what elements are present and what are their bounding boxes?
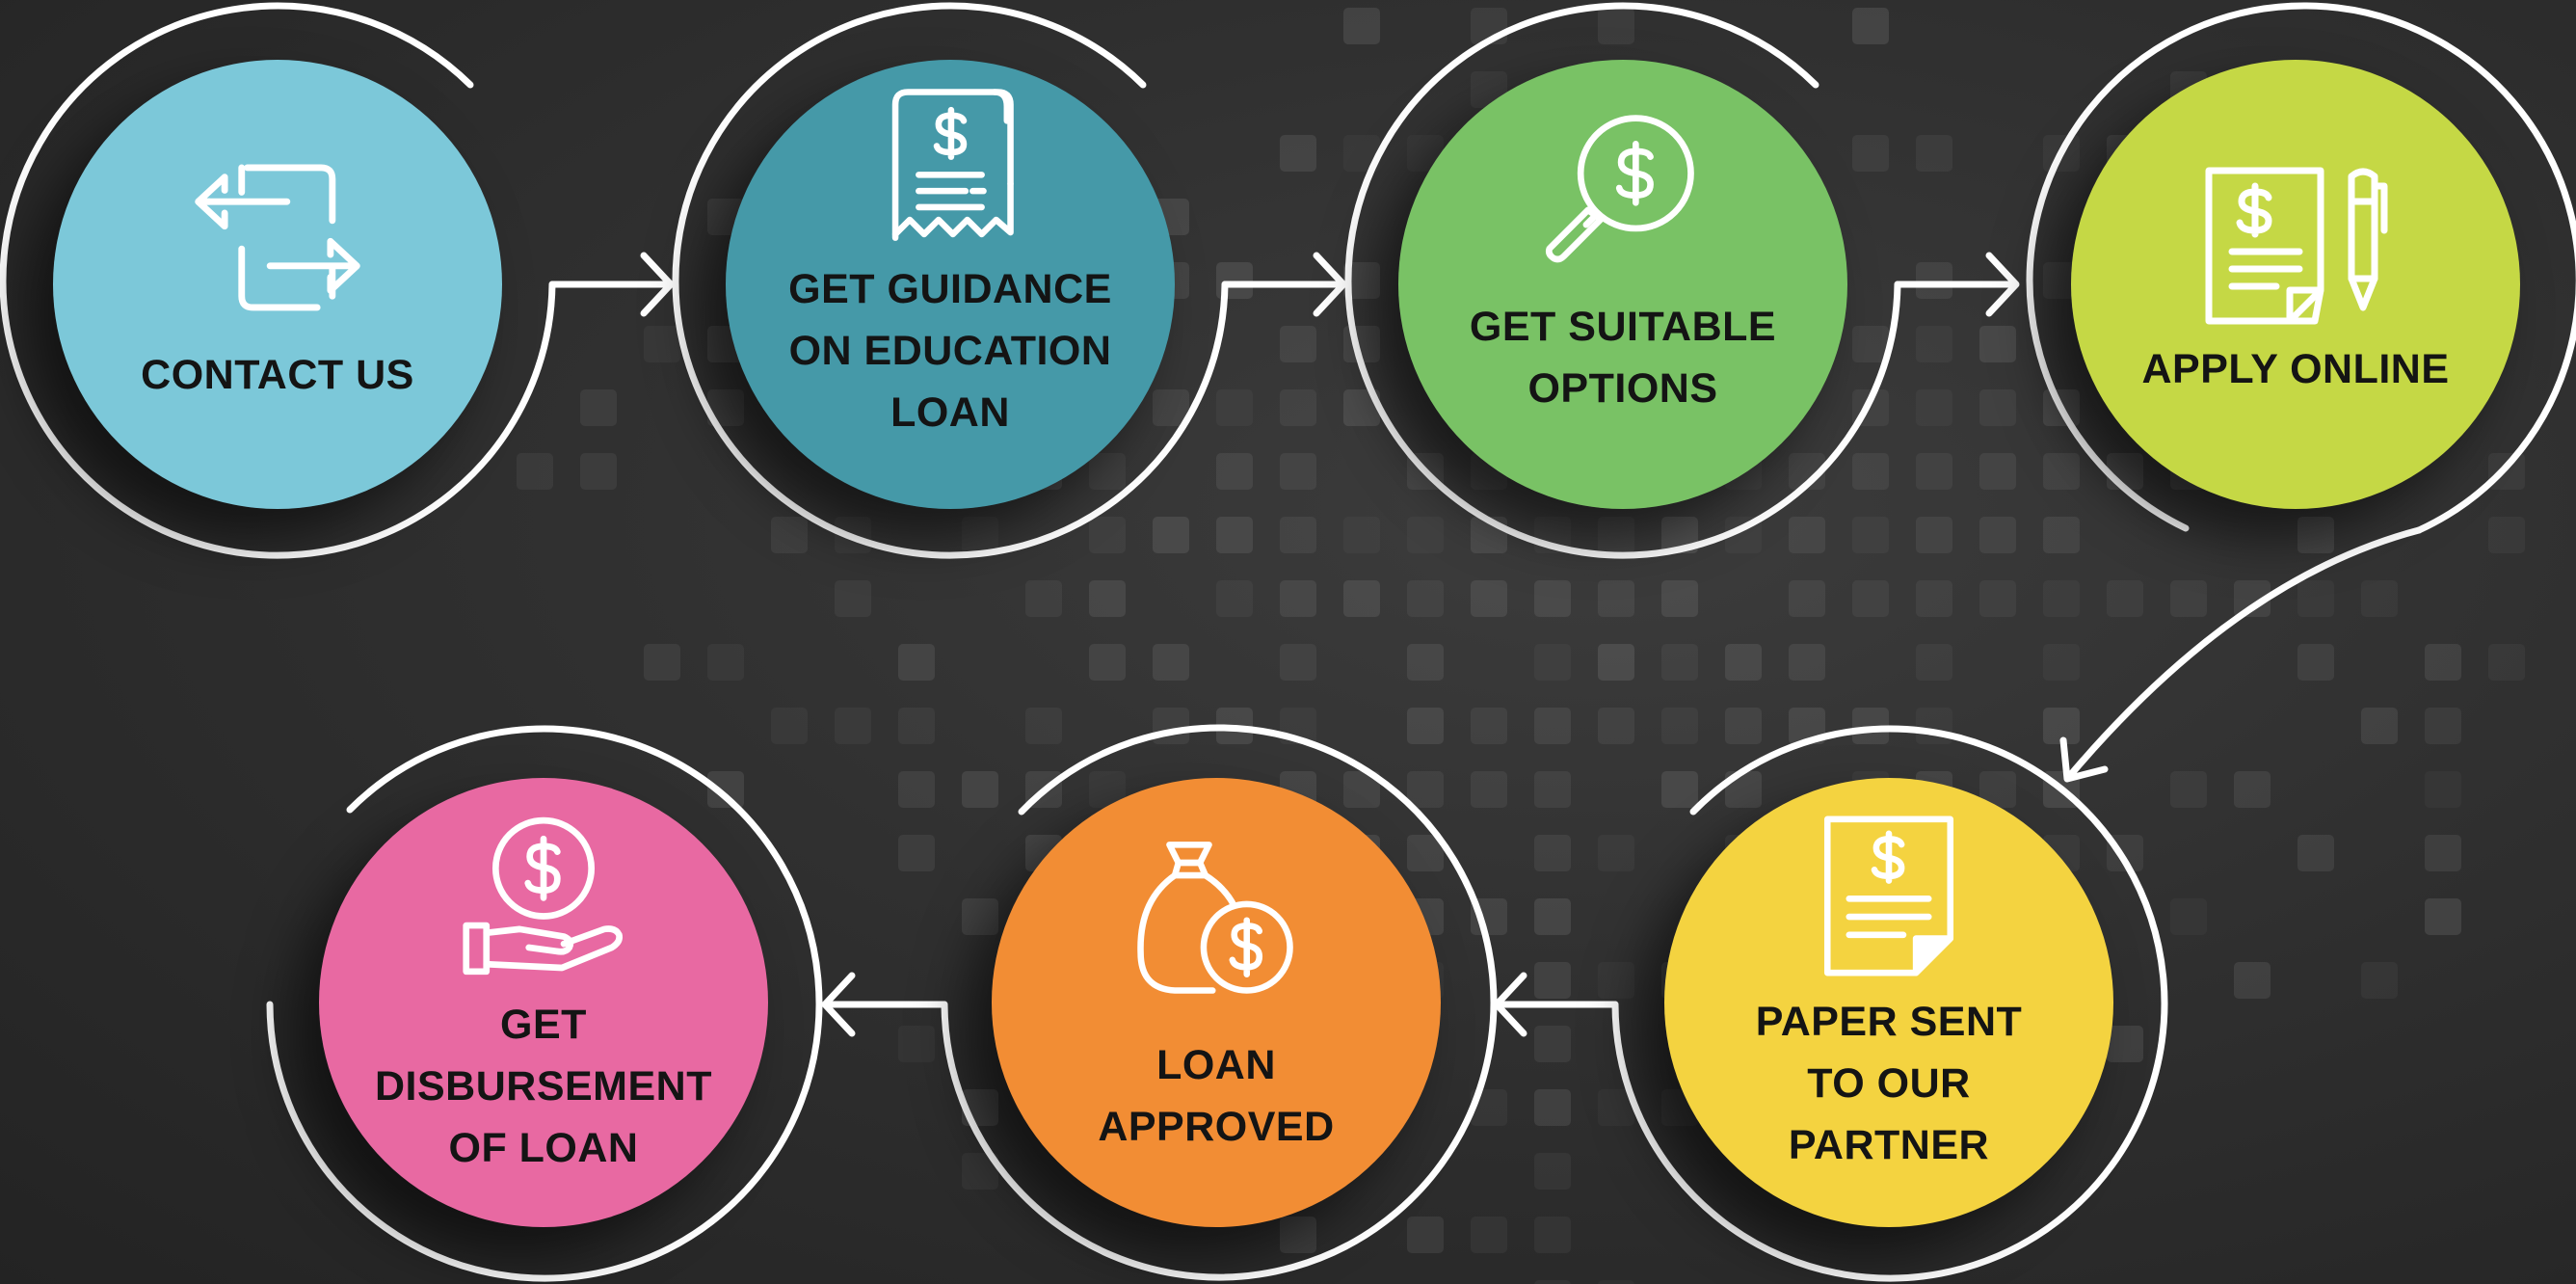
- connector-arrow-4: [2059, 526, 2423, 783]
- hand-coin-icon: [463, 816, 623, 976]
- step-label-line: DISBURSEMENT: [374, 1063, 713, 1110]
- step-circle: GET GUIDANCE ON EDUCATION LOAN: [726, 60, 1175, 509]
- ring-loan-approved: [941, 724, 1498, 1281]
- step-circle: APPLY ONLINE: [2071, 60, 2520, 509]
- step-label: GET SUITABLE OPTIONS: [1470, 296, 1776, 419]
- step-label-line: PARTNER: [1788, 1122, 1990, 1168]
- step-label: PAPER SENT TO OUR PARTNER: [1756, 991, 2023, 1176]
- step-label: GET DISBURSEMENT OF LOAN: [375, 994, 712, 1179]
- step-label-line: APPLY ONLINE: [2141, 346, 2450, 392]
- ring-contact-us: [0, 2, 556, 559]
- connector-arrow-2: [1221, 252, 1347, 317]
- step-circle: LOAN APPROVED: [992, 778, 1441, 1227]
- step-circle: CONTACT US: [53, 60, 502, 509]
- step-circle: GET DISBURSEMENT OF LOAN: [319, 778, 768, 1227]
- step-paper-sent: PAPER SENT TO OUR PARTNER: [1664, 778, 2113, 1227]
- step-label-line: LOAN: [1156, 1042, 1276, 1088]
- step-label: GET GUIDANCE ON EDUCATION LOAN: [788, 258, 1112, 443]
- step-label: APPLY ONLINE: [2141, 338, 2449, 400]
- step-label-line: CONTACT US: [141, 351, 414, 398]
- connector-arrow-1: [548, 252, 675, 317]
- magnifier-dollar-icon: [1545, 115, 1694, 263]
- ring-apply-online: [2026, 2, 2576, 534]
- connector-arrow-5: [1493, 972, 1619, 1037]
- connector-arrow-6: [821, 972, 948, 1037]
- step-apply-online: APPLY ONLINE: [2071, 60, 2520, 509]
- step-label-line: GET GUIDANCE: [788, 266, 1112, 312]
- step-label-line: TO OUR: [1807, 1060, 1971, 1107]
- receipt-dollar-icon: [891, 89, 1014, 241]
- exchange-arrows-icon: [195, 163, 360, 310]
- connector-arrow-3: [1894, 252, 2020, 317]
- money-bag-icon: [1137, 842, 1293, 994]
- step-get-guidance: GET GUIDANCE ON EDUCATION LOAN: [726, 60, 1175, 509]
- step-circle: GET SUITABLE OPTIONS: [1398, 60, 1847, 509]
- step-get-disbursement: GET DISBURSEMENT OF LOAN: [319, 778, 768, 1227]
- step-get-suitable-options: GET SUITABLE OPTIONS: [1398, 60, 1847, 509]
- document-pen-icon: [2205, 167, 2388, 325]
- step-label-line: GET: [500, 1002, 587, 1048]
- step-loan-approved: LOAN APPROVED: [992, 778, 1441, 1227]
- step-circle: PAPER SENT TO OUR PARTNER: [1664, 778, 2113, 1227]
- step-label-line: OPTIONS: [1527, 365, 1718, 412]
- step-label-line: LOAN: [890, 389, 1010, 436]
- step-label-line: ON EDUCATION: [788, 328, 1112, 374]
- step-contact-us: CONTACT US: [53, 60, 502, 509]
- step-label-line: GET SUITABLE: [1469, 304, 1777, 350]
- step-label-line: APPROVED: [1098, 1104, 1335, 1150]
- ring-get-guidance: [672, 2, 1229, 559]
- document-dollar-icon: [1823, 816, 1954, 976]
- step-label-line: OF LOAN: [448, 1125, 639, 1171]
- ring-get-suitable-options: [1344, 2, 1901, 559]
- step-label: LOAN APPROVED: [1098, 1034, 1334, 1158]
- ring-get-disbursement: [266, 725, 823, 1282]
- step-label-line: PAPER SENT: [1755, 999, 2023, 1045]
- step-label: CONTACT US: [141, 344, 414, 406]
- ring-paper-sent: [1611, 725, 2168, 1282]
